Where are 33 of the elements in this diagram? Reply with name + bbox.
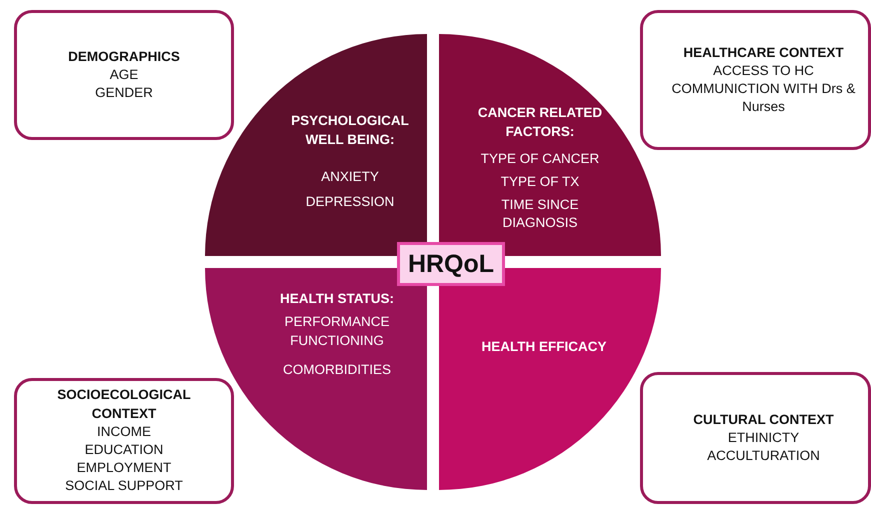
segment-heading: HEALTH EFFICACY xyxy=(480,338,608,356)
segment-item: DEPRESSION xyxy=(304,192,396,211)
box-item: COMMUNICTION WITH Drs & Nurses xyxy=(670,80,856,116)
info-box xyxy=(14,10,234,140)
segment-item: TYPE OF TX xyxy=(500,172,580,191)
box-heading: CULTURAL CONTEXT xyxy=(693,410,834,429)
segment-item: COMORBIDITIES xyxy=(282,360,392,379)
segment-heading: PSYCHOLOGICAL WELL BEING: xyxy=(290,112,410,149)
segment-item: ANXIETY xyxy=(320,168,380,186)
box-heading: SOCIOECOLOGICAL CONTEXT xyxy=(56,386,192,423)
box-item: ETHINICTY xyxy=(728,428,800,447)
box-heading: DEMOGRAPHICS xyxy=(68,48,180,66)
segment-item: TIME SINCE DIAGNOSIS xyxy=(500,196,580,232)
box-item: EDUCATION xyxy=(84,441,164,459)
info-box xyxy=(14,378,234,504)
segment-item: TYPE OF CANCER xyxy=(480,150,600,168)
box-item: INCOME xyxy=(97,422,151,441)
box-item: AGE xyxy=(110,66,138,84)
box-item: SOCIAL SUPPORT xyxy=(65,477,183,496)
box-item: EMPLOYMENT xyxy=(76,459,172,478)
segment-heading: HEALTH STATUS: xyxy=(279,290,395,308)
center-title: HRQoL xyxy=(408,250,494,278)
box-item: ACCESS TO HC xyxy=(713,62,814,80)
center-label-box xyxy=(397,242,505,286)
box-item: GENDER xyxy=(95,84,153,102)
info-box xyxy=(640,10,871,150)
segment-heading: CANCER RELATED FACTORS: xyxy=(476,104,604,141)
quadrant-segment xyxy=(205,34,427,256)
box-item: ACCULTURATION xyxy=(707,447,820,466)
segment-item: PERFORMANCE FUNCTIONING xyxy=(283,312,390,350)
box-heading: HEALTHCARE CONTEXT xyxy=(683,44,844,62)
info-box xyxy=(640,372,871,504)
quadrant-segment xyxy=(439,34,661,256)
